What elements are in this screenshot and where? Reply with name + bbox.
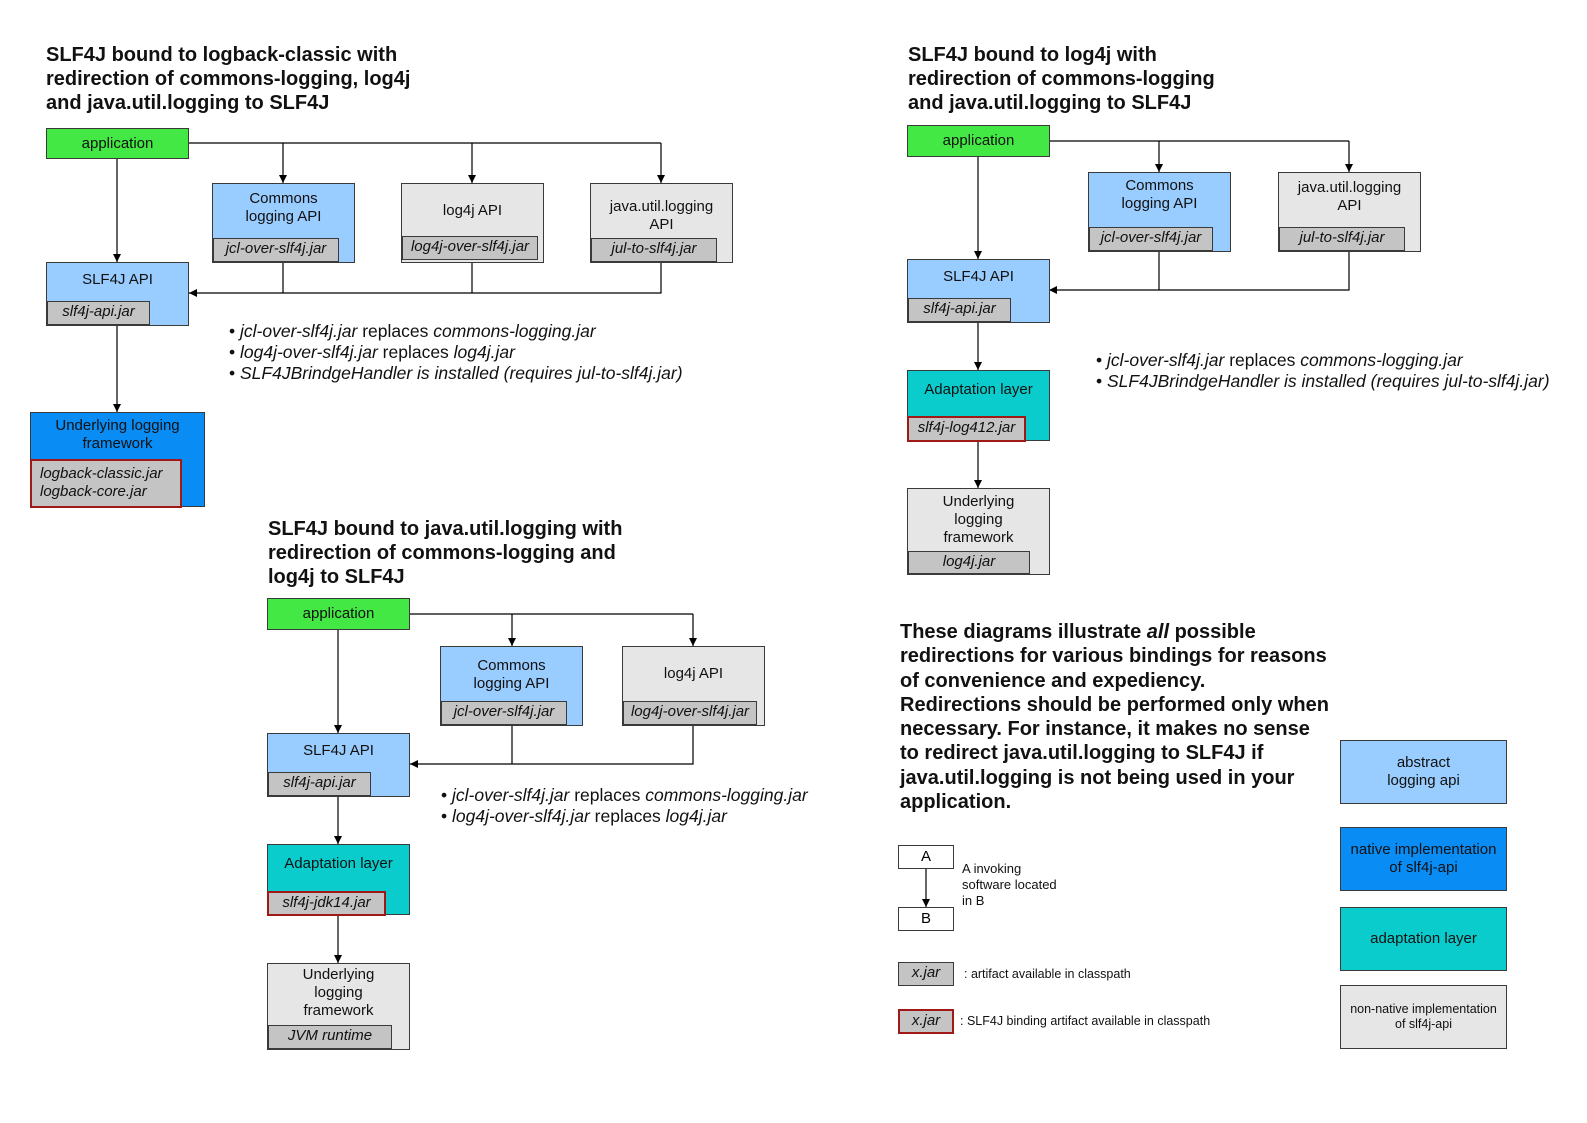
log4j-jar: log4j.jar <box>908 551 1030 574</box>
jcl-over-slf4j-jar: jcl-over-slf4j.jar <box>213 238 339 262</box>
commons-logging-api-label: Commons logging API <box>245 190 322 225</box>
slf4j-api-box: SLF4J API slf4j-api.jar <box>46 262 189 326</box>
diagram-log4j-notes: jcl-over-slf4j.jar replaces commons-logg… <box>1096 350 1550 392</box>
key-box-a: A <box>898 845 954 869</box>
legend-native-implementation: native implementation of slf4j-api <box>1340 827 1507 891</box>
diagram-logback-title: SLF4J bound to logback-classic with redi… <box>46 44 411 114</box>
jvm-runtime-jar: JVM runtime <box>268 1025 392 1049</box>
slf4j-api-label: SLF4J API <box>943 268 1014 285</box>
application-label: application <box>81 135 154 152</box>
adaptation-layer-label: Adaptation layer <box>284 855 393 872</box>
line-redirect-collector <box>410 725 694 764</box>
application-label: application <box>942 132 1015 149</box>
log4j-over-slf4j-jar: log4j-over-slf4j.jar <box>623 701 757 725</box>
legend-non-native-implementation: non-native implementation of slf4j-api <box>1340 985 1507 1049</box>
commons-logging-api-box: Commons logging API jcl-over-slf4j.jar <box>212 183 355 263</box>
underlying-framework-box: Underlying logging framework log4j.jar <box>907 488 1050 575</box>
key-artifact-text: : artifact available in classpath <box>964 967 1131 981</box>
summary-paragraph: These diagrams illustrate all possible r… <box>900 621 1329 814</box>
line-redirect-collector <box>189 263 662 293</box>
application-box: application <box>907 125 1050 157</box>
jcl-over-slf4j-jar: jcl-over-slf4j.jar <box>1089 227 1213 251</box>
slf4j-api-label: SLF4J API <box>303 742 374 759</box>
logback-binding-jar: logback-classic.jar logback-core.jar <box>30 459 182 508</box>
application-box: application <box>46 128 189 159</box>
note-item: jcl-over-slf4j.jar replaces commons-logg… <box>441 785 808 806</box>
note-item: SLF4JBrindgeHandler is installed (requir… <box>1096 371 1550 392</box>
diagram-jul-notes: jcl-over-slf4j.jar replaces commons-logg… <box>441 785 808 827</box>
jcl-over-slf4j-jar: jcl-over-slf4j.jar <box>441 701 567 725</box>
slf4j-api-box: SLF4J API slf4j-api.jar <box>267 733 410 797</box>
diagram-jul-title: SLF4J bound to java.util.logging with re… <box>268 518 623 588</box>
note-item: log4j-over-slf4j.jar replaces log4j.jar <box>441 806 808 827</box>
jul-to-slf4j-jar: jul-to-slf4j.jar <box>591 238 717 262</box>
commons-logging-api-box: Commons logging API jcl-over-slf4j.jar <box>1088 172 1231 252</box>
jul-to-slf4j-jar: jul-to-slf4j.jar <box>1279 227 1405 251</box>
log4j-api-box: log4j API log4j-over-slf4j.jar <box>401 183 544 263</box>
note-item: SLF4JBrindgeHandler is installed (requir… <box>229 363 683 384</box>
commons-logging-api-label: Commons logging API <box>473 657 550 692</box>
slf4j-api-jar: slf4j-api.jar <box>47 301 150 325</box>
underlying-framework-label: Underlying logging framework <box>55 417 180 452</box>
diagram-logback-notes: jcl-over-slf4j.jar replaces commons-logg… <box>229 321 683 384</box>
log4j-over-slf4j-jar: log4j-over-slf4j.jar <box>402 236 538 260</box>
underlying-framework-label: Underlying logging framework <box>302 966 375 1019</box>
log4j-api-label: log4j API <box>663 665 724 682</box>
log4j-api-box: log4j API log4j-over-slf4j.jar <box>622 646 765 726</box>
note-item: jcl-over-slf4j.jar replaces commons-logg… <box>1096 350 1550 371</box>
key-box-b: B <box>898 907 954 931</box>
jul-api-box: java.util.logging API jul-to-slf4j.jar <box>1278 172 1421 252</box>
note-item: log4j-over-slf4j.jar replaces log4j.jar <box>229 342 683 363</box>
legend-adaptation-layer: adaptation layer <box>1340 907 1507 971</box>
application-box: application <box>267 598 410 630</box>
slf4j-api-box: SLF4J API slf4j-api.jar <box>907 259 1050 323</box>
underlying-framework-box: Underlying logging framework logback-cla… <box>30 412 205 508</box>
line-redirect-collector <box>1049 252 1350 290</box>
slf4j-api-jar: slf4j-api.jar <box>268 772 371 796</box>
adaptation-layer-box: Adaptation layer slf4j-jdk14.jar <box>267 844 410 916</box>
log4j-api-label: log4j API <box>442 202 503 219</box>
slf4j-api-jar: slf4j-api.jar <box>908 298 1011 322</box>
key-binding-jar-sample: x.jar <box>898 1009 954 1034</box>
commons-logging-api-label: Commons logging API <box>1121 177 1198 212</box>
key-jar-sample: x.jar <box>898 962 954 986</box>
slf4j-log412-jar: slf4j-log412.jar <box>907 416 1026 442</box>
application-label: application <box>302 605 375 622</box>
diagram-log4j-title: SLF4J bound to log4j with redirection of… <box>908 44 1215 114</box>
key-invoking-text: A invoking software located in B <box>962 861 1057 908</box>
jul-api-box: java.util.logging API jul-to-slf4j.jar <box>590 183 733 263</box>
legend-abstract-logging-api: abstract logging api <box>1340 740 1507 804</box>
slf4j-jdk14-jar: slf4j-jdk14.jar <box>267 891 386 916</box>
commons-logging-api-box: Commons logging API jcl-over-slf4j.jar <box>440 646 583 726</box>
jul-api-label: java.util.logging API <box>1297 179 1402 214</box>
note-item: jcl-over-slf4j.jar replaces commons-logg… <box>229 321 683 342</box>
adaptation-layer-box: Adaptation layer slf4j-log412.jar <box>907 370 1050 442</box>
underlying-framework-label: Underlying logging framework <box>942 493 1015 546</box>
underlying-framework-box: Underlying logging framework JVM runtime <box>267 963 410 1050</box>
slf4j-api-label: SLF4J API <box>82 271 153 288</box>
key-binding-text: : SLF4J binding artifact available in cl… <box>960 1014 1211 1028</box>
jul-api-label: java.util.logging API <box>609 198 714 233</box>
adaptation-layer-label: Adaptation layer <box>924 381 1033 398</box>
